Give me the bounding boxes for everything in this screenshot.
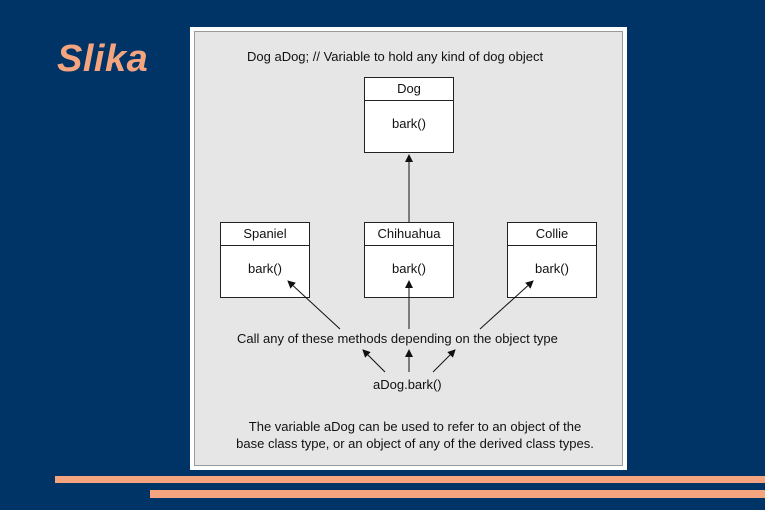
inheritance-arrows [287, 154, 534, 373]
declaration-text: Dog aDog; // Variable to hold any kind o… [247, 49, 544, 64]
class-box-dog: Dog bark() [364, 77, 454, 153]
class-name-chihuahua: Chihuahua [365, 223, 453, 246]
slide-title: Slika [57, 38, 149, 80]
class-method-chihuahua: bark() [392, 261, 426, 276]
accent-bar-bottom [150, 490, 765, 498]
accent-bar-top [55, 476, 765, 483]
class-diagram: Dog aDog; // Variable to hold any kind o… [194, 31, 623, 466]
class-name-dog: Dog [365, 78, 453, 101]
call-expression-text: aDog.bark() [373, 377, 442, 392]
footnote: The variable aDog can be used to refer t… [220, 418, 610, 452]
class-method-spaniel: bark() [248, 261, 282, 276]
figure-frame: Dog aDog; // Variable to hold any kind o… [190, 27, 627, 470]
class-name-spaniel: Spaniel [221, 223, 309, 246]
class-name-collie: Collie [508, 223, 596, 246]
arrow-note-to-spaniel [287, 280, 341, 330]
arrow-call-right [432, 349, 456, 373]
arrow-call-left [362, 349, 386, 373]
arrow-note-to-collie [479, 280, 534, 330]
call-note-text: Call any of these methods depending on t… [237, 331, 558, 346]
class-box-collie: Collie bark() [507, 222, 597, 298]
footnote-line-1: The variable aDog can be used to refer t… [248, 419, 582, 434]
class-method-collie: bark() [535, 261, 569, 276]
class-method-dog: bark() [392, 116, 426, 131]
footnote-line-2: base class type, or an object of any of … [236, 436, 594, 451]
